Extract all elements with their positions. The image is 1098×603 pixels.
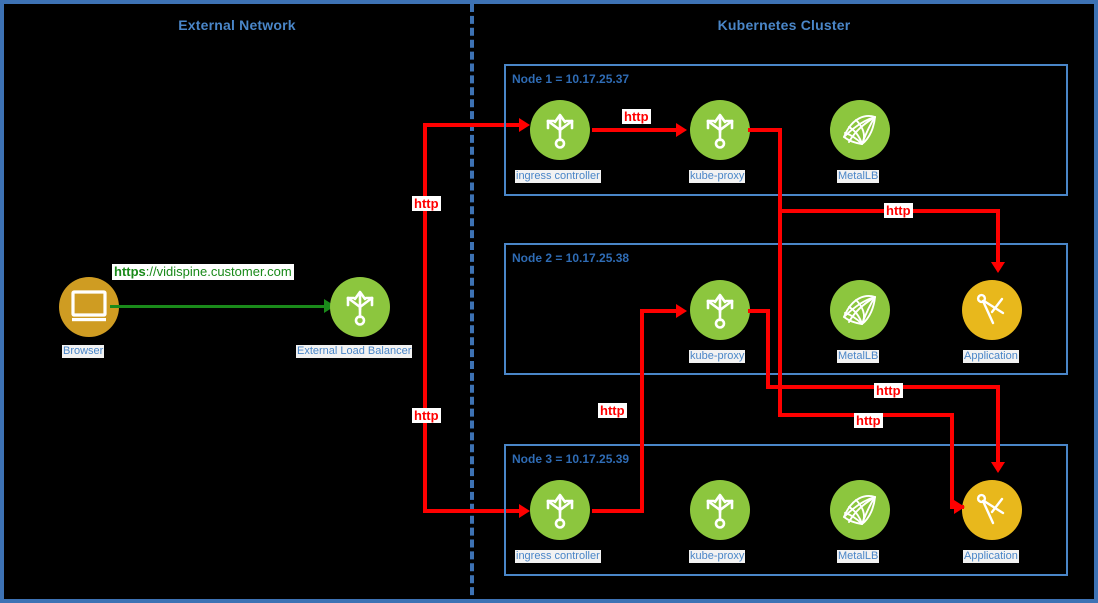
wire-proxy2-out-horz: [748, 309, 770, 313]
wire-app3-lower-long-vert: [778, 209, 782, 417]
node2-application-caption: Application: [963, 350, 1019, 363]
http-label-ingress3-to-proxy2: http: [598, 403, 627, 418]
wire-to-proxy2-horz: [640, 309, 680, 313]
http-label-lb-to-node1: http: [412, 196, 441, 211]
mesh-net-icon: [843, 295, 876, 325]
node3-kube-proxy[interactable]: [690, 480, 750, 540]
kubernetes-cluster-title: Kubernetes Cluster: [717, 17, 851, 33]
https-url-label: https://vidispine.customer.com: [112, 264, 294, 280]
node1-kube-proxy-caption: kube-proxy: [689, 170, 746, 183]
wire-to-app2-vert: [996, 209, 1000, 264]
http-label-ingress1-to-proxy1: http: [622, 109, 651, 124]
external-network-title: External Network: [178, 17, 296, 33]
trident-routing-icon: [546, 493, 574, 529]
wire-app3-upper-vert: [996, 385, 1000, 465]
arrowhead-to-ingress1-icon: [519, 118, 530, 132]
browser-caption: Browser: [62, 345, 105, 358]
node-3-label: Node 3 = 10.17.25.39: [512, 452, 630, 466]
wire-app3-lower-vert: [950, 413, 954, 509]
browser-node[interactable]: [59, 277, 119, 337]
trident-routing-icon: [706, 113, 734, 149]
trident-routing-icon: [706, 493, 734, 529]
arrowhead-to-app3-top-icon: [991, 462, 1005, 473]
https-arrowhead-icon: [324, 299, 335, 313]
node2-application[interactable]: [962, 280, 1022, 340]
http-label-proxy2-to-app3-lower: http: [854, 413, 883, 428]
node2-metallb-caption: MetalLB: [837, 350, 880, 363]
node2-kube-proxy-caption: kube-proxy: [689, 350, 746, 363]
http-label-lb-to-node3: http: [412, 408, 441, 423]
arrowhead-to-app3-side-icon: [954, 500, 965, 514]
trident-routing-icon: [346, 290, 374, 326]
arrowhead-to-app2-icon: [991, 262, 1005, 273]
wire-ingress3-out-horz: [592, 509, 644, 513]
node1-kube-proxy[interactable]: [690, 100, 750, 160]
arrowhead-to-proxy1-icon: [676, 123, 687, 137]
node2-metallb[interactable]: [830, 280, 890, 340]
http-label-proxy2-to-app3-upper: http: [874, 383, 903, 398]
https-wire: [110, 305, 326, 308]
wire-proxy2-out-vert: [766, 309, 770, 389]
wire-ingress3-up-vert: [640, 309, 644, 513]
http-label-proxy1-to-app2: http: [884, 203, 913, 218]
wire-proxy1-out-horz: [748, 128, 782, 132]
compass-divider-icon: [976, 493, 1005, 525]
node3-ingress-controller-caption: ingress controller: [515, 550, 601, 563]
external-load-balancer-caption: External Load Balancer: [296, 345, 413, 358]
arrowhead-to-ingress3-icon: [519, 504, 530, 518]
trident-routing-icon: [546, 113, 574, 149]
node-2-label: Node 2 = 10.17.25.38: [512, 251, 630, 265]
compass-divider-icon: [976, 293, 1005, 325]
node2-kube-proxy[interactable]: [690, 280, 750, 340]
node3-metallb-caption: MetalLB: [837, 550, 880, 563]
mesh-net-icon: [843, 115, 876, 145]
node3-metallb[interactable]: [830, 480, 890, 540]
wire-proxy1-out-vert: [778, 128, 782, 213]
node3-application-caption: Application: [963, 550, 1019, 563]
mesh-net-icon: [843, 495, 876, 525]
node1-ingress-controller-caption: ingress controller: [515, 170, 601, 183]
node1-metallb-caption: MetalLB: [837, 170, 880, 183]
url-scheme: https: [114, 264, 146, 279]
node1-metallb[interactable]: [830, 100, 890, 160]
node1-ingress-controller[interactable]: [530, 100, 590, 160]
wire-lb-to-node1-horz: [423, 123, 523, 127]
arrowhead-to-proxy2-icon: [676, 304, 687, 318]
external-load-balancer-node[interactable]: [330, 277, 390, 337]
url-rest: ://vidispine.customer.com: [145, 264, 292, 279]
node-box-1: [504, 64, 1068, 196]
node-box-3: [504, 444, 1068, 576]
node3-application[interactable]: [962, 480, 1022, 540]
node3-kube-proxy-caption: kube-proxy: [689, 550, 746, 563]
node-1-label: Node 1 = 10.17.25.37: [512, 72, 630, 86]
wire-ingress1-to-proxy1: [592, 128, 678, 132]
monitor-icon: [71, 290, 107, 322]
network-boundary-divider: [470, 4, 474, 599]
wire-lb-to-node3-horz: [423, 509, 523, 513]
node3-ingress-controller[interactable]: [530, 480, 590, 540]
trident-routing-icon: [706, 293, 734, 329]
node-box-2: [504, 243, 1068, 375]
